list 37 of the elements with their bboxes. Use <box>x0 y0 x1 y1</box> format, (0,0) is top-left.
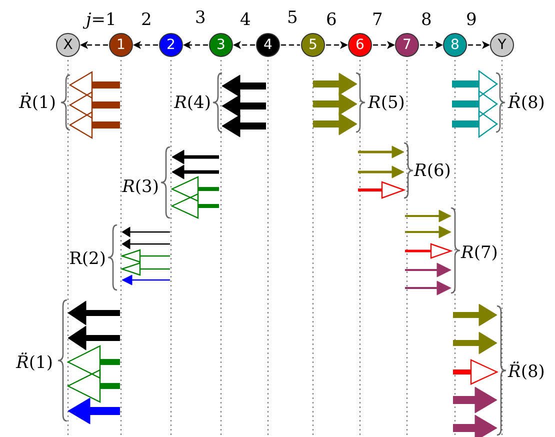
circle-node: 8 <box>443 33 467 57</box>
group-label: R(4) <box>174 93 211 113</box>
index-label: 6 <box>326 10 337 30</box>
index-label: 2 <box>141 10 152 30</box>
dashed-arrow <box>233 41 255 49</box>
dashed-arrow <box>420 41 443 49</box>
group-label: R̈(1) <box>16 353 53 373</box>
circle-node: 4 <box>256 33 280 57</box>
group-label: R̈(8) <box>508 362 545 382</box>
dashed-arrow <box>373 41 395 49</box>
index-label: 9 <box>466 10 477 30</box>
circle-node: Y <box>490 33 514 57</box>
group-label: R(5) <box>368 93 405 113</box>
dashed-arrow <box>183 41 208 49</box>
circle-node: 7 <box>395 33 419 57</box>
group-label: Ṙ(8) <box>508 93 545 113</box>
circle-node: 3 <box>209 33 233 57</box>
index-label: 3 <box>195 8 206 28</box>
dashed-arrow <box>326 41 348 49</box>
dashed-line <box>281 44 300 46</box>
circle-node: 6 <box>348 33 372 57</box>
group-label: Ṙ(1) <box>19 93 56 113</box>
group-label: R(6) <box>414 161 451 181</box>
group-label: R(7) <box>461 243 498 263</box>
index-label: 4 <box>240 10 251 30</box>
dashed-arrow <box>133 41 158 49</box>
circle-node: 2 <box>159 33 183 57</box>
group-label: R(3) <box>122 177 159 197</box>
dashed-arrow <box>80 41 108 49</box>
dashed-arrow <box>468 41 490 49</box>
index-label: 8 <box>421 10 432 30</box>
index-label: 5 <box>287 8 298 28</box>
group-label: R(2) <box>69 249 106 269</box>
circle-node: 5 <box>301 33 325 57</box>
index-label: 7 <box>372 10 383 30</box>
circle-node: 1 <box>109 33 133 57</box>
circle-node: X <box>56 33 80 57</box>
